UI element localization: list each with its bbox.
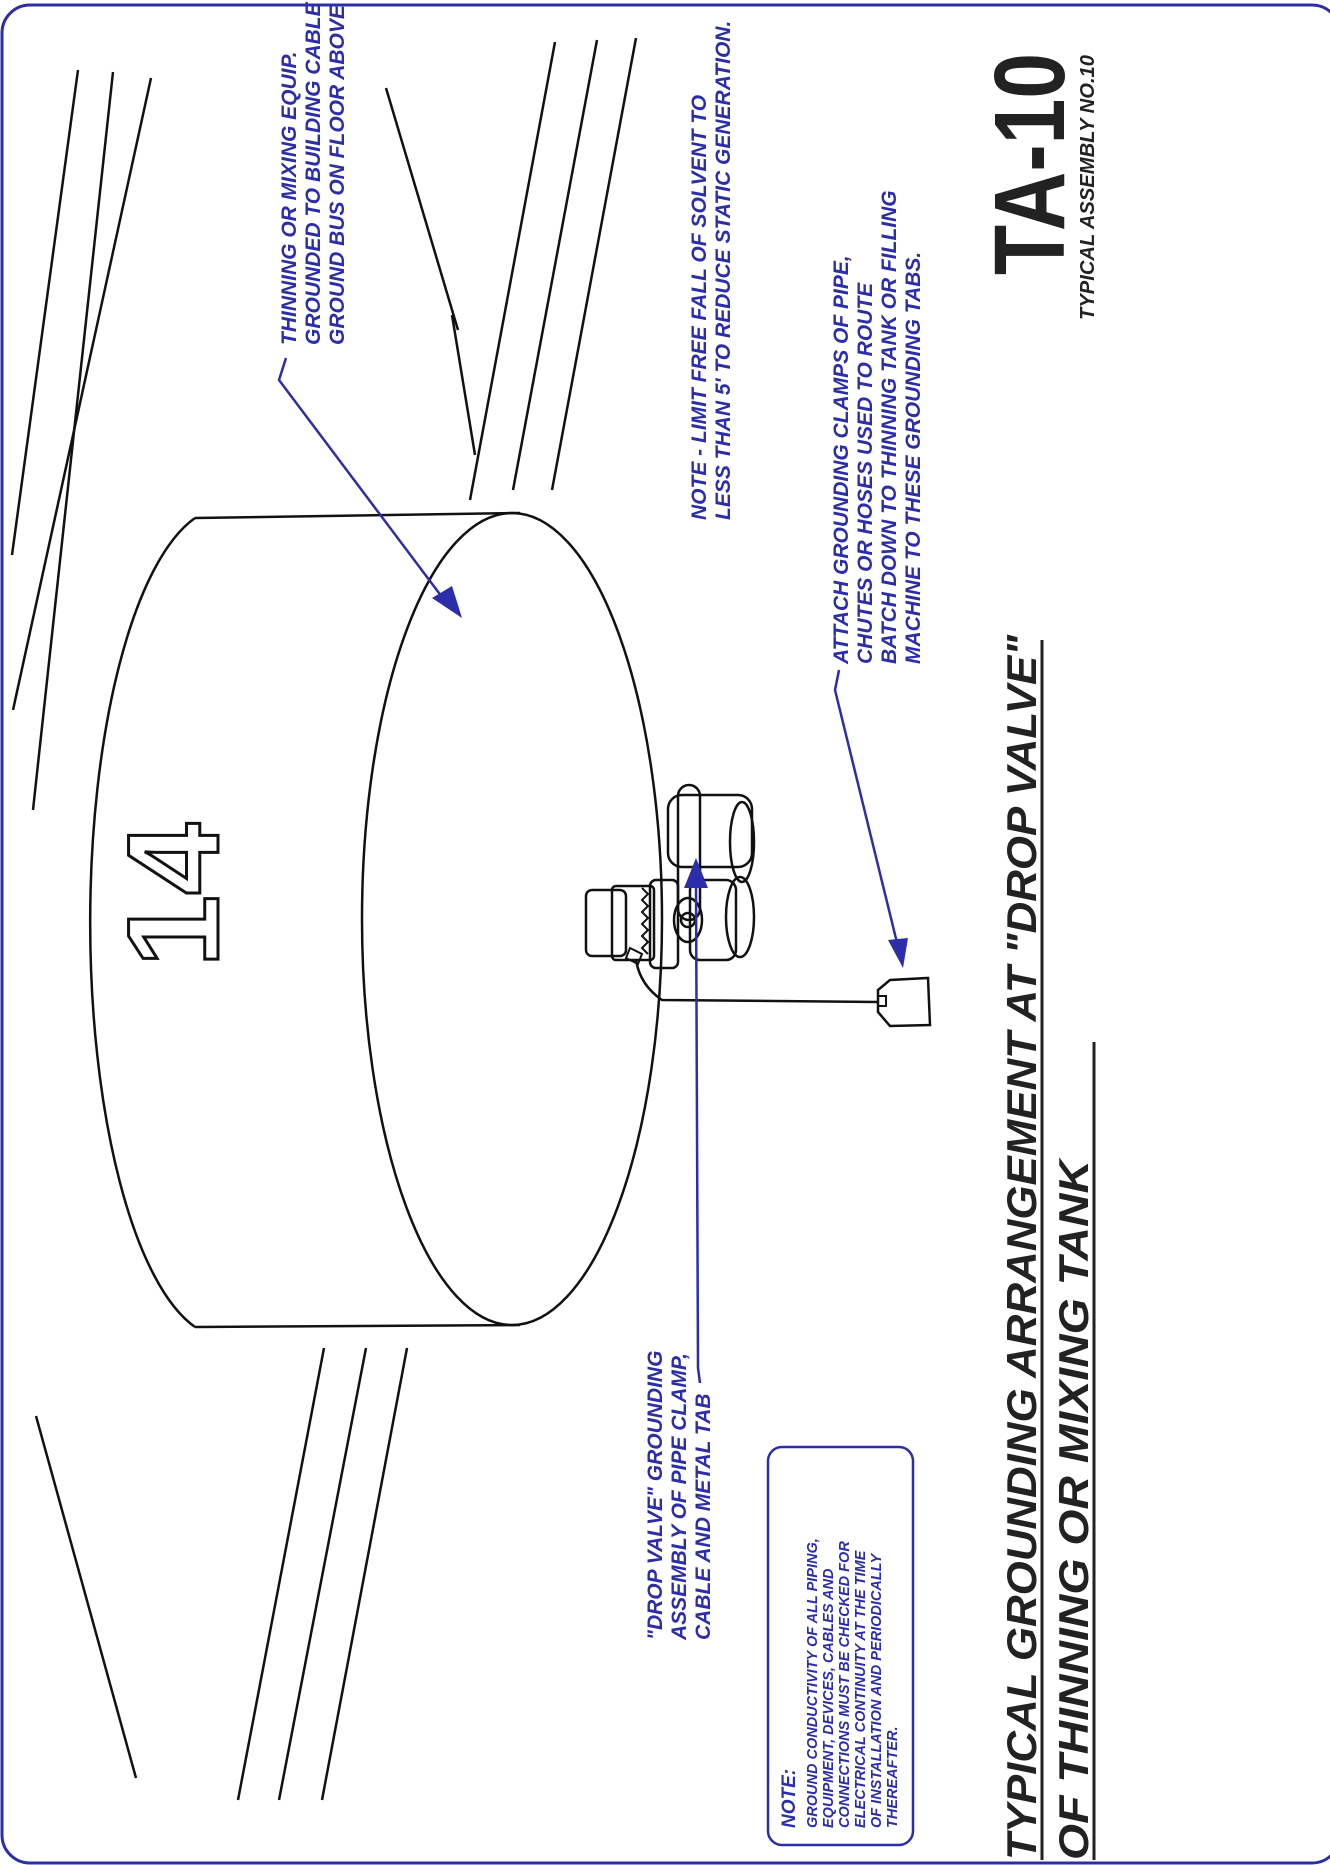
floor-lines-top — [10, 37, 638, 811]
note-box: NOTE: GROUND CONDUCTIVITY OF ALL PIPING,… — [766, 1445, 915, 1847]
drawing-code: TA-10 — [974, 53, 1086, 275]
callout-clamps-line-4: MACHINE TO THESE GROUNDING TABS. — [902, 252, 925, 664]
callout-clamps-line-1: ATTACH GROUNDING CLAMPS OF PIPE, — [830, 255, 853, 665]
leader-thinning — [277, 357, 449, 606]
drawing-code-block: TA-10 — [974, 53, 1086, 275]
arrowhead-drop-valve — [684, 858, 708, 888]
note-line-1: GROUND CONDUCTIVITY OF ALL PIPING, — [805, 1538, 821, 1828]
callout-drop-valve: "DROP VALVE" GROUNDING ASSEMBLY OF PIPE … — [644, 1351, 715, 1641]
callout-thinning-line-1: THINNING OR MIXING EQUIP. — [278, 51, 301, 345]
assembly-label: TYPICAL ASSEMBLY NO.10 — [1077, 55, 1099, 320]
callout-clamps-line-3: BATCH DOWN TO THINNING TANK OR FILLING — [878, 190, 901, 664]
grounding-cable — [634, 959, 879, 1004]
arrowhead-clamps — [888, 938, 908, 968]
callout-free-fall-line-1: NOTE - LIMIT FREE FALL OF SOLVENT TO — [688, 95, 711, 520]
sheet-border — [0, 3, 1330, 1865]
callout-drop-valve-line-2: ASSEMBLY OF PIPE CLAMP, — [668, 1353, 691, 1641]
leader-drop-valve — [694, 884, 702, 1384]
mixing-tank — [88, 511, 664, 1329]
note-line-3: CONNECTIONS MUST BE CHECKED FOR — [837, 1541, 853, 1828]
callout-thinning-line-2: GROUNDED TO BUILDING CABLE — [302, 1, 325, 345]
metal-tab — [876, 976, 932, 1028]
arrowhead-thinning — [432, 586, 462, 618]
callout-drop-valve-line-1: "DROP VALVE" GROUNDING — [644, 1351, 667, 1640]
callout-free-fall: NOTE - LIMIT FREE FALL OF SOLVENT TO LES… — [688, 21, 735, 520]
callout-thinning: THINNING OR MIXING EQUIP. GROUNDED TO BU… — [278, 1, 349, 345]
drawing-title-line-2: OF THINNING OR MIXING TANK — [1050, 1157, 1097, 1860]
callout-clamps-line-2: CHUTES OR HOSES USED TO ROUTE — [854, 282, 877, 664]
note-line-4: ELECTRICAL CONTINUITY AT THE TIME — [853, 1549, 869, 1828]
note-line-6: THEREAFTER. — [885, 1727, 901, 1829]
callout-free-fall-line-2: LESS THAN 5' TO REDUCE STATIC GENERATION… — [712, 21, 735, 520]
floor-lines-bottom — [34, 1347, 409, 1801]
callout-drop-valve-line-3: CABLE AND METAL TAB — [692, 1393, 715, 1640]
note-heading: NOTE: — [779, 1769, 800, 1828]
note-line-5: OF INSTALLATION AND PERIODICALLY — [869, 1553, 885, 1828]
callout-thinning-line-3: GROUND BUS ON FLOOR ABOVE — [326, 4, 349, 345]
title-block: TYPICAL GROUNDING ARRANGEMENT AT "DROP V… — [998, 634, 1097, 1860]
callout-clamps: ATTACH GROUNDING CLAMPS OF PIPE, CHUTES … — [830, 190, 925, 665]
drawing-title-line-1: TYPICAL GROUNDING ARRANGEMENT AT "DROP V… — [998, 634, 1045, 1860]
drop-valve — [584, 783, 756, 970]
note-line-2: EQUIPMENT, DEVICES, CABLES AND — [821, 1568, 837, 1828]
leader-clamps — [833, 669, 902, 956]
assembly-label-block: TYPICAL ASSEMBLY NO.10 — [1077, 55, 1099, 320]
tank-number: 14 — [100, 823, 246, 968]
